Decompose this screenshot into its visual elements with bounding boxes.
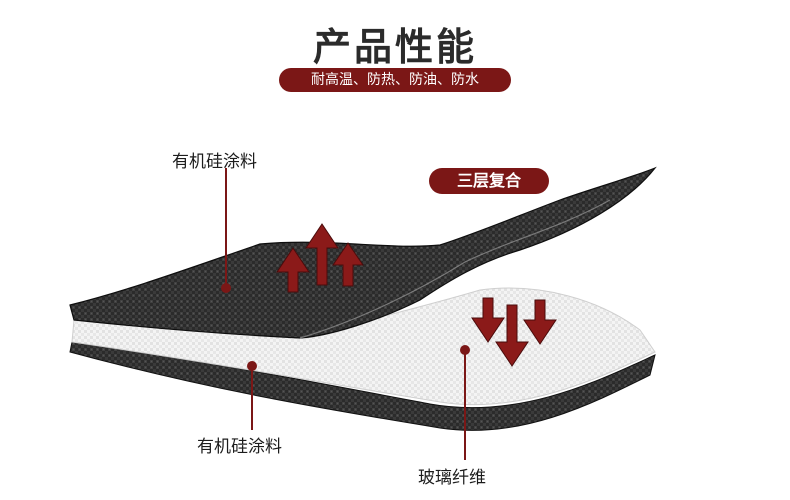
label-top-silicone: 有机硅涂料 [172, 147, 257, 172]
three-layer-badge: 三层复合 [429, 168, 549, 194]
label-bottom-silicone: 有机硅涂料 [197, 432, 282, 457]
up-arrows [277, 224, 363, 292]
label-fiberglass: 玻璃纤维 [418, 463, 486, 488]
